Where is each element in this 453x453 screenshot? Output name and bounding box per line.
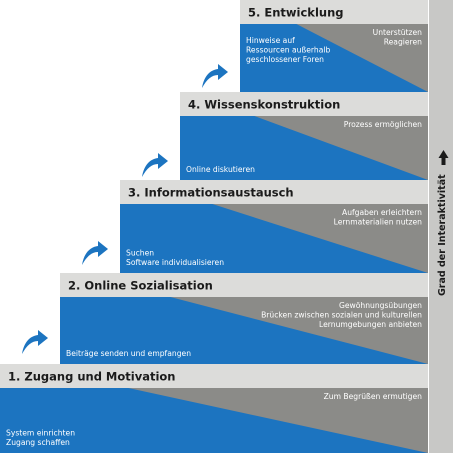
step-5-blue-line-2: Ressourcen außerhalb	[246, 46, 330, 55]
step-5-blue-line-1: Hinweise auf	[246, 36, 295, 45]
step-5-grey-line-1: Unterstützen	[373, 28, 423, 37]
step-5-grey-wedge	[296, 24, 428, 92]
step-2-header	[60, 273, 428, 297]
step-4-title: 4. Wissenskonstruktion	[188, 98, 340, 112]
step-5-blue-line-3: geschlossener Foren	[246, 55, 324, 64]
step-1-blue-line-1: System einrichten	[6, 429, 75, 438]
curved-arrow-icon-4	[202, 64, 228, 88]
curved-arrow-icon-1	[22, 330, 48, 354]
step-2-grey-wedge	[170, 297, 428, 364]
axis-label: Grad der Interaktivität	[437, 174, 448, 296]
step-1-title: 1. Zugang und Motivation	[8, 370, 176, 384]
step-1-grey-line-1: Zum Begrüßen ermutigen	[324, 392, 423, 401]
step-2: 2. Online SozialisationGewöhnungsübungen…	[60, 273, 428, 364]
step-3-grey-line-2: Lernmaterialien nutzen	[334, 218, 423, 227]
step-4-grey-wedge	[254, 116, 428, 180]
step-4-header	[180, 92, 428, 116]
step-2-grey-line-1: Gewöhnungsübungen	[339, 301, 422, 310]
interactivity-axis-bar	[429, 0, 453, 453]
step-3-grey-wedge	[212, 204, 428, 273]
step-4-grey-line-1: Prozess ermöglichen	[344, 120, 422, 129]
curved-arrow-icon-2	[82, 241, 108, 265]
up-arrow-icon	[438, 150, 449, 165]
step-5-grey-line-2: Reagieren	[384, 38, 422, 47]
arrows-layer	[22, 64, 228, 354]
step-3-grey-line-1: Aufgaben erleichtern	[342, 208, 422, 217]
curved-arrow-icon-3	[142, 153, 168, 177]
step-5-title: 5. Entwicklung	[248, 6, 344, 20]
step-1-header	[0, 364, 428, 388]
step-2-title: 2. Online Sozialisation	[68, 279, 213, 293]
step-1-blue-line-2: Zugang schaffen	[6, 438, 70, 447]
step-4-blue-line-1: Online diskutieren	[186, 165, 255, 174]
step-2-grey-line-2: Brücken zwischen sozialen und kulturelle…	[261, 311, 422, 320]
step-3-blue-line-1: Suchen	[126, 249, 154, 258]
step-2-blue-line-1: Beiträge senden und empfangen	[66, 349, 191, 358]
step-2-grey-line-3: Lernumgebungen anbieten	[319, 320, 422, 329]
step-3-title: 3. Informationsaustausch	[128, 186, 294, 200]
step-3-header	[120, 180, 428, 204]
step-5-header	[240, 0, 428, 24]
step-3-blue-line-2: Software individualisieren	[126, 258, 224, 267]
step-1-grey-wedge	[128, 388, 428, 453]
